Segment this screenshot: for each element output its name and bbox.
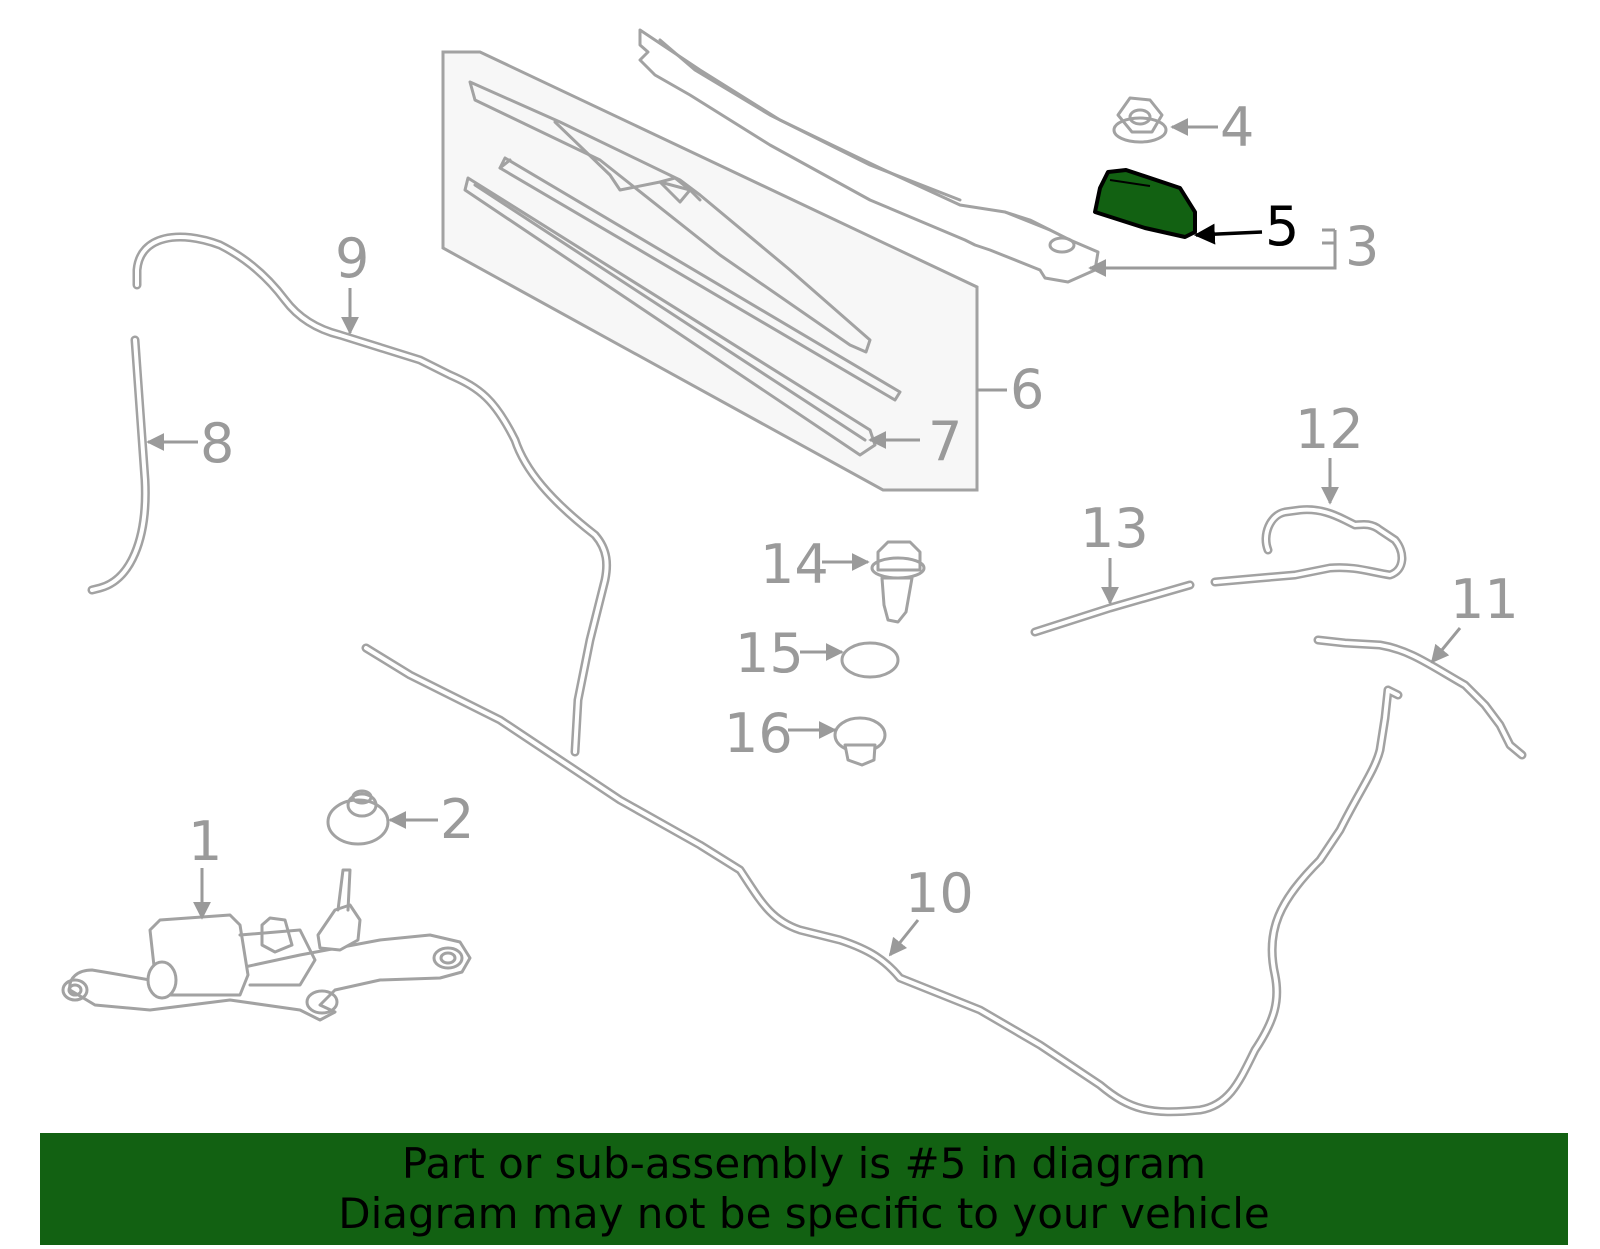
callout-11: 11 (1450, 568, 1519, 631)
washer-hose-right[interactable] (1313, 635, 1527, 760)
callout-13: 13 (1080, 497, 1149, 560)
callout-12: 12 (1295, 398, 1364, 461)
o-ring[interactable] (840, 641, 900, 679)
callout-15: 15 (735, 622, 804, 685)
callout-9: 9 (335, 227, 369, 290)
washer-hose-small[interactable] (1030, 580, 1195, 637)
callout-8: 8 (200, 412, 234, 475)
callout-1: 1 (188, 810, 222, 873)
callout-2: 2 (440, 788, 474, 851)
callout-6: 6 (1010, 358, 1044, 421)
washer-hose-short[interactable] (87, 335, 150, 595)
callout-7: 7 (928, 410, 962, 473)
callout-4: 4 (1220, 96, 1254, 159)
grommet-nut[interactable] (833, 716, 887, 767)
wiper-arm-cap[interactable] (1093, 168, 1197, 239)
callout-5: 5 (1265, 195, 1299, 258)
banner-line-1: Part or sub-assembly is #5 in diagram (401, 1139, 1207, 1188)
callout-16: 16 (724, 702, 793, 765)
nut[interactable] (1112, 96, 1168, 144)
washer-hose-main[interactable] (361, 643, 1403, 1117)
callout-10: 10 (905, 862, 974, 925)
info-banner: Part or sub-assembly is #5 in diagram Di… (40, 1133, 1568, 1245)
callout-14: 14 (760, 533, 829, 596)
wiper-blade-assembly[interactable] (441, 50, 979, 492)
grommet[interactable] (326, 789, 390, 846)
washer-hose-loop[interactable] (1210, 505, 1407, 587)
callout-3: 3 (1345, 215, 1379, 278)
callout-labels: 1 2 3 4 5 6 7 8 9 10 11 12 13 14 15 16 (188, 96, 1519, 925)
wiper-arm[interactable] (638, 28, 1100, 284)
bolt[interactable] (870, 540, 926, 624)
callout-leaders (146, 118, 1462, 957)
banner-line-2: Diagram may not be specific to your vehi… (338, 1189, 1270, 1238)
wiper-motor[interactable] (61, 868, 472, 1022)
washer-hose-upper[interactable] (132, 232, 612, 757)
